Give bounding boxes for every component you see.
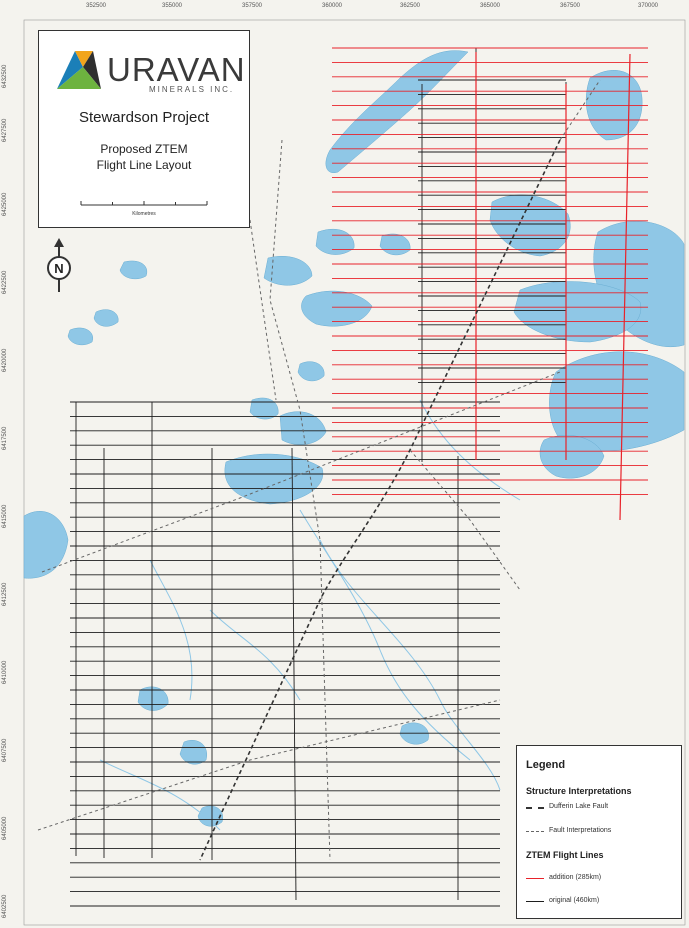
lake — [513, 281, 642, 343]
northing-tick: 6412500 — [2, 582, 8, 606]
lake — [301, 290, 373, 327]
lake — [297, 361, 325, 382]
lake — [279, 411, 327, 445]
river — [319, 539, 501, 791]
legend-title: Legend — [526, 759, 566, 771]
northing-tick: 6405000 — [2, 816, 8, 840]
northing-tick: 6417500 — [2, 426, 8, 450]
river — [149, 559, 193, 701]
dufferin-lake-fault — [199, 139, 561, 861]
northing-tick: 6415000 — [2, 504, 8, 528]
easting-tick: 355000 — [161, 3, 183, 9]
easting-tick: 370000 — [637, 3, 659, 9]
scale-bar — [80, 201, 208, 206]
addition-line-symbol — [526, 878, 544, 879]
addition-flight-lines — [332, 47, 648, 521]
subtitle-line-1: Proposed ZTEM — [100, 142, 188, 156]
original-line-symbol — [526, 901, 544, 902]
easting-tick: 367500 — [559, 3, 581, 9]
logo-subtext: MINERALS INC. — [149, 85, 235, 94]
fault-interpretation — [269, 139, 331, 861]
map-frame — [23, 19, 686, 926]
lake — [325, 50, 469, 174]
scale-bar-label: Kilometres — [132, 211, 156, 217]
lake — [263, 256, 313, 286]
fault-interpretation — [249, 219, 277, 401]
legend-item-original: original (460km) — [549, 897, 600, 904]
easting-tick: 357500 — [241, 3, 263, 9]
legend-box: Legend Structure Interpretations Dufferi… — [516, 745, 682, 919]
northing-tick: 6427500 — [2, 118, 8, 142]
map-subtitle: Proposed ZTEM Flight Line Layout — [39, 141, 249, 173]
northing-tick: 6420000 — [2, 348, 8, 372]
fault-lines — [37, 79, 601, 861]
legend-item-addition: addition (285km) — [549, 874, 602, 881]
water-bodies — [23, 50, 685, 827]
logo-wordmark: URAVAN — [107, 51, 246, 88]
legend-section-flightlines: ZTEM Flight Lines — [526, 850, 604, 860]
river — [99, 759, 221, 831]
legend-section-structure: Structure Interpretations — [526, 786, 632, 796]
easting-tick: 352500 — [85, 3, 107, 9]
fault-interpretation — [41, 371, 561, 573]
lake — [489, 194, 571, 257]
addition-tie-line — [619, 53, 631, 521]
dufferin-fault-symbol — [526, 807, 544, 809]
northing-tick: 6432500 — [2, 64, 8, 88]
logo-triangle-icon — [57, 51, 101, 89]
northing-tick: 6422500 — [2, 270, 8, 294]
lake — [23, 511, 69, 579]
easting-tick: 362500 — [399, 3, 421, 9]
fault-interpretation — [559, 79, 601, 141]
project-title: Stewardson Project — [78, 109, 210, 126]
northing-tick: 6410000 — [2, 660, 8, 684]
northing-tick: 6407500 — [2, 738, 8, 762]
lake — [549, 351, 685, 452]
northing-tick: 6425000 — [2, 192, 8, 216]
lake — [119, 260, 148, 280]
original-tie-line — [291, 447, 297, 901]
legend-item-dufferin: Dufferin Lake Fault — [549, 803, 609, 810]
lake — [93, 309, 119, 327]
fault-interp-symbol — [526, 831, 544, 832]
lake — [249, 397, 279, 420]
lake — [67, 327, 94, 346]
fault-interpretation — [409, 449, 521, 591]
uravan-logo: URAVAN MINERALS INC. — [53, 45, 246, 94]
title-block: URAVAN MINERALS INC. Stewardson Project … — [38, 30, 250, 228]
easting-tick: 360000 — [321, 3, 343, 9]
fault-interpretation — [37, 699, 501, 831]
north-letter: N — [54, 261, 63, 276]
lake — [197, 805, 224, 827]
lake — [224, 453, 324, 505]
lake — [179, 740, 208, 765]
river — [209, 609, 301, 701]
subtitle-line-2: Flight Line Layout — [96, 158, 192, 172]
northing-tick: 6402500 — [2, 894, 8, 918]
easting-tick: 365000 — [479, 3, 501, 9]
legend-item-fault: Fault Interpretations — [549, 827, 612, 834]
north-arrow-icon: N — [47, 238, 71, 292]
